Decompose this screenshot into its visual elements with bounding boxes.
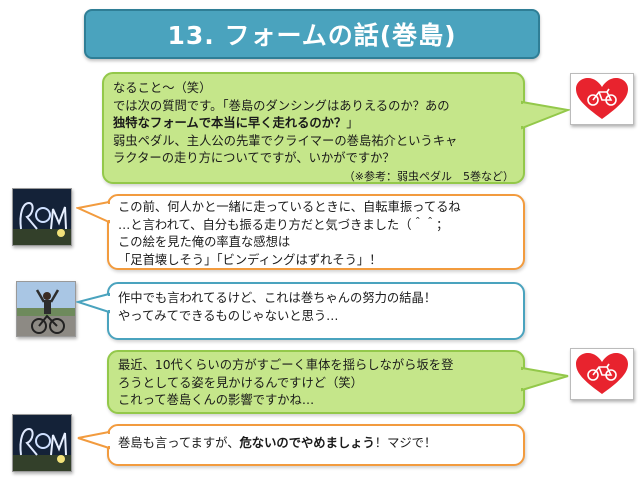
bubble-text-suffix: ！マジで！ — [374, 436, 437, 450]
bubble-line: なること～（笑） — [113, 81, 212, 95]
speech-bubble-comment: 巻島も言ってますが、危ないのでやめましょう！マジで！ — [107, 424, 525, 466]
bold-text: 独特なフォームで本当に早く走れるのか？ — [113, 116, 347, 131]
bubble-line: …と言われて、自分も振る走り方だと気づきました（＾＾； — [118, 217, 449, 232]
bubble-reference-note: （※参考：弱虫ペダル 5巻など） — [343, 169, 514, 183]
bubble-line: この前、何人かと一緒に走っているときに、自転車振ってるね — [118, 200, 461, 214]
heart-bicycle-icon — [576, 353, 628, 394]
neon-light-photo — [12, 414, 72, 472]
bubble-line: 「足首壊しそう」「ビンディングはずれそう」！ — [118, 252, 382, 267]
bubble-tail — [520, 100, 570, 130]
bubble-tail — [520, 366, 569, 392]
bubble-tail — [76, 292, 110, 314]
bubble-line: 作中でも言われてるけど、これは巻ちゃんの努力の結晶！ — [118, 291, 437, 305]
bubble-line: 最近、10代くらいの方がすごーく車体を揺らしながら坂を登 — [118, 358, 454, 372]
neon-light-photo — [12, 188, 72, 246]
heart-bicycle-icon — [576, 78, 628, 119]
bubble-tail — [77, 430, 110, 450]
cyclist-photo — [16, 281, 76, 337]
speech-bubble-question: 最近、10代くらいの方がすごーく車体を揺らしながら坂を登 ろうとしてる姿を見かけ… — [107, 350, 525, 414]
bubble-line-rest: 」 — [346, 116, 359, 131]
bubble-text-prefix: 巻島も言ってますが、 — [118, 436, 240, 450]
bubble-line: この絵を見た俺の率直な感想は — [118, 235, 291, 250]
speech-bubble-comment: この前、何人かと一緒に走っているときに、自転車振ってるね …と言われて、自分も振… — [107, 194, 525, 270]
bubble-line: では次の質問です。「巻島のダンシングはありえるのか？あの — [113, 98, 450, 113]
bubble-line: やってみてできるものじゃないと思う… — [118, 308, 339, 323]
bubble-line: ラクターの走り方についてですが、いかがですか？ — [113, 151, 395, 166]
heart-bicycle-card — [570, 348, 634, 400]
bubble-tail — [76, 200, 110, 224]
bubble-line: 独特なフォームで本当に早く走れるのか？」 — [113, 115, 514, 133]
speech-bubble-question: なること～（笑） では次の質問です。「巻島のダンシングはありえるのか？あの 独特… — [102, 72, 525, 184]
speech-bubble-reply: 作中でも言われてるけど、これは巻ちゃんの努力の結晶！ やってみてできるものじゃな… — [107, 282, 525, 340]
bubble-line: 巻島も言ってますが、危ないのでやめましょう！マジで！ — [118, 435, 514, 453]
bubble-line: これって巻島くんの影響ですかね… — [118, 393, 315, 408]
slide-title: 13. フォームの話(巻島) — [84, 9, 540, 59]
heart-bicycle-card — [570, 73, 634, 125]
bubble-line: ろうとしてる姿を見かけるんですけど（笑） — [118, 375, 363, 390]
bubble-line: 弱虫ペダル、主人公の先輩でクライマーの巻島祐介というキャ — [113, 133, 458, 148]
bold-warning-text: 危ないのでやめましょう — [239, 436, 375, 450]
slide-title-text: 13. フォームの話(巻島) — [167, 21, 457, 50]
